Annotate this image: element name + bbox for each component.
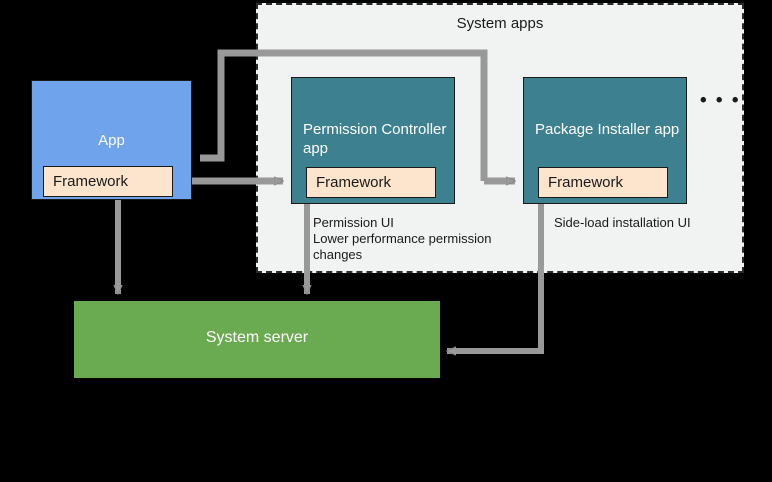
node-app-framework[interactable]: Framework [43,166,173,197]
node-package-installer-label: Package Installer app [535,121,680,138]
package-installer-caption: Side-load installation UI [554,215,691,230]
node-app-label: App [98,132,125,149]
node-permission-controller-label: Permission Controller app [303,121,447,157]
permission-controller-caption: Permission UI Lower performance permissi… [313,215,492,262]
node-system-server-label: System server [205,329,309,346]
system-apps-label: System apps [456,15,544,32]
node-system-server[interactable] [74,301,440,378]
more-apps-ellipsis-icon: • • • [700,90,741,111]
node-permission-controller-framework[interactable]: Framework [306,167,436,198]
node-package-installer-framework[interactable]: Framework [538,167,668,198]
